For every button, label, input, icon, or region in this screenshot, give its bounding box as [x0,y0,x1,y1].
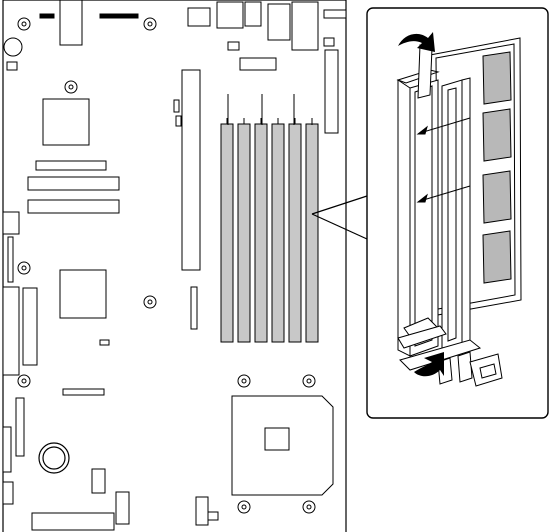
dimm-slot [272,124,284,342]
dimm-slot [238,124,250,342]
buzzer [4,38,22,70]
processor-socket [232,396,333,495]
detail-pointer [312,196,367,239]
dimm-slot [306,124,318,342]
memory-chip [483,52,511,104]
dimm-slot [221,124,233,342]
dimm-slots [221,118,318,342]
dimm-slot [289,124,301,342]
detail-view [367,8,548,418]
dimm-callouts [228,94,312,125]
rear-io-connectors [40,0,346,50]
memory-chip [483,171,511,223]
memory-chip [483,231,511,283]
memory-chip [483,109,511,161]
expansion-slots [28,161,119,213]
cmos-battery [39,443,69,473]
dimm-slot [255,124,267,342]
